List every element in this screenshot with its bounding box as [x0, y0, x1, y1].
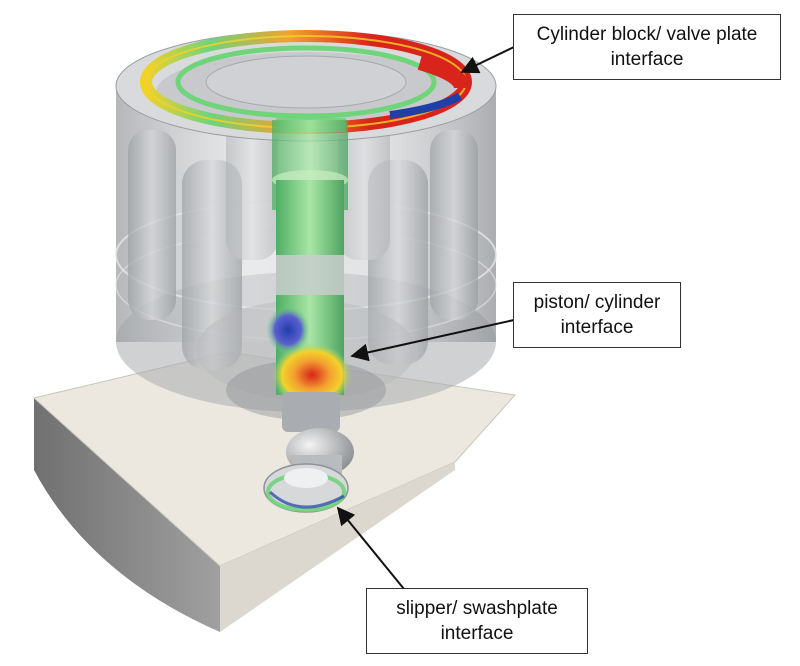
swashplate-side	[34, 398, 220, 632]
piston-cold-spot	[266, 306, 310, 354]
piston-callout-line1: piston/ cylinder	[533, 292, 661, 313]
piston-callout: piston/ cylinder interface	[513, 282, 681, 348]
cylinder-block-leader	[460, 46, 515, 74]
slipper-callout: slipper/ swashplate interface	[366, 588, 588, 654]
slipper-callout-line2: interface	[440, 623, 514, 644]
swashplate	[32, 351, 516, 632]
piston	[266, 120, 352, 432]
leader-lines	[336, 46, 515, 590]
cylinder-block-callout: Cylinder block/ valve plate interface	[513, 14, 781, 80]
cylinder-block-callout-line2: interface	[610, 49, 684, 70]
cylinder-bores	[128, 110, 478, 370]
slipper-leader	[336, 506, 405, 590]
slipper-callout-line1: slipper/ swashplate	[396, 598, 558, 619]
piston-leader	[350, 319, 515, 362]
piston-hot-spot	[272, 343, 352, 407]
slipper-assembly	[263, 428, 354, 513]
piston-callout-line2: interface	[560, 317, 634, 338]
cylinder-block-callout-line1: Cylinder block/ valve plate	[536, 24, 758, 45]
